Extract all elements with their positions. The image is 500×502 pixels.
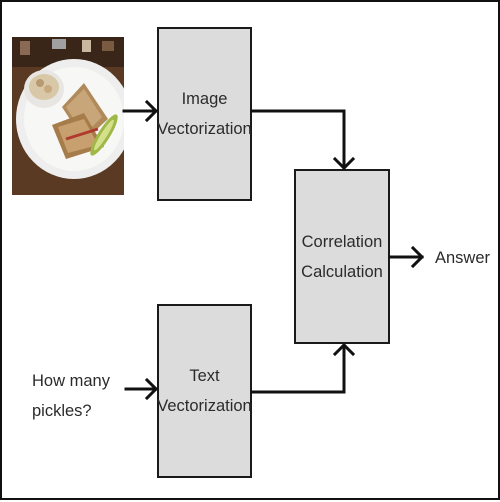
text-vectorization-label: Text Vectorization — [157, 367, 252, 415]
arrow-text-vec-to-correlation — [250, 343, 346, 394]
arrowhead-text-vec-to-correlation — [332, 342, 356, 357]
correlation-calculation-label: Correlation Calculation — [301, 232, 383, 281]
arrowhead-image-to-vectorization — [144, 99, 159, 123]
input-image — [12, 37, 124, 195]
image-vectorization-box: Image Vectorization — [157, 27, 252, 201]
image-vectorization-label: Image Vectorization — [157, 90, 252, 138]
correlation-calculation-box: Correlation Calculation — [294, 169, 390, 344]
answer-text: Answer — [435, 249, 491, 267]
arrowhead-image-vec-to-correlation — [332, 156, 356, 171]
arrowhead-question-to-text-vec — [144, 377, 159, 401]
question-text: How many pickles? — [32, 372, 110, 420]
arrow-image-vec-to-correlation — [250, 109, 346, 170]
arrowhead-correlation-to-answer — [410, 245, 425, 269]
